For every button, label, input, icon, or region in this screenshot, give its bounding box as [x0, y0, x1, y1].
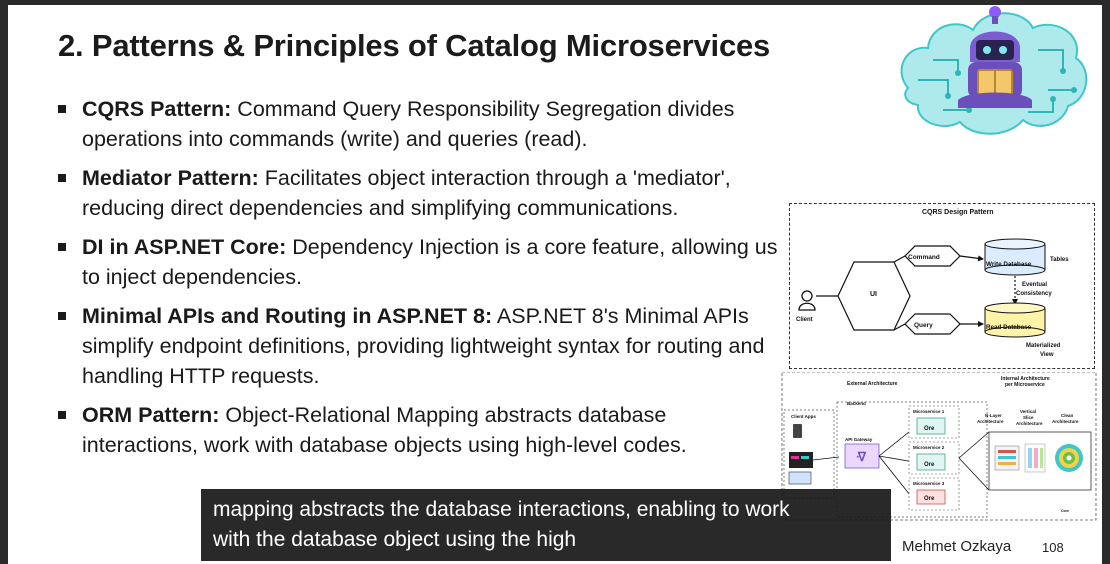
bullet-term: CQRS Pattern:: [82, 97, 232, 121]
ui-label: UI: [870, 291, 877, 298]
write-database-icon: [984, 238, 1046, 276]
bullet-square-icon: [58, 312, 66, 320]
cqrs-design-pattern-diagram: CQRS Design Pattern Client UI Command Qu…: [789, 203, 1095, 369]
internal-arch-label-1: Internal Architecture: [1001, 376, 1050, 382]
client-user-icon: [798, 290, 816, 311]
svg-text:Ore: Ore: [924, 462, 935, 468]
page-number: 108: [1042, 540, 1064, 555]
cqrs-title: CQRS Design Pattern: [922, 209, 994, 216]
window-frame-right: [1102, 0, 1110, 564]
read-db-label: Read Database: [986, 324, 1032, 331]
vslice-label-2: Slice: [1023, 415, 1034, 420]
write-db-label: Write Database: [986, 261, 1032, 268]
read-database-icon: [984, 302, 1046, 338]
consistency-label: Consistency: [1016, 291, 1052, 297]
bullet-square-icon: [58, 105, 66, 113]
bullet-text: Object-Relational Mapping abstracts data…: [82, 403, 687, 457]
window-frame-left: [0, 0, 8, 564]
materialized-label: Materialized: [1026, 343, 1061, 349]
bullet-text: Facilitates object interaction through a…: [82, 166, 731, 220]
tables-label: Tables: [1050, 257, 1069, 263]
bullet-item: CQRS Pattern: Command Query Responsibili…: [58, 94, 788, 154]
mobile-app-icon: [793, 424, 802, 438]
eventual-label: Eventual: [1022, 282, 1047, 288]
desktop-app-icon: [788, 471, 812, 485]
subtitle-line-1: mapping abstracts the database interacti…: [213, 498, 790, 521]
command-label: Command: [908, 254, 940, 261]
bullet-term: DI in ASP.NET Core:: [82, 235, 287, 259]
bullet-text: Command Query Responsibility Segregation…: [82, 97, 735, 151]
bullet-item: Mediator Pattern: Facilitates object int…: [58, 163, 788, 223]
view-label: View: [1040, 352, 1054, 358]
bullet-term: Mediator Pattern:: [82, 166, 259, 190]
clean-label-2: Architecture: [1052, 419, 1079, 424]
microservice-1-node: Microservice 1 Ore: [908, 405, 960, 439]
svg-text:Microservice 1: Microservice 1: [913, 409, 945, 414]
video-subtitle: mapping abstracts the database interacti…: [201, 489, 891, 561]
vslice-label-3: Architecture: [1016, 421, 1043, 426]
ui-node: [837, 261, 911, 331]
clean-label-1: Clean: [1061, 413, 1074, 418]
core-label: Core: [1061, 509, 1069, 513]
svg-text:ᐌ: ᐌ: [856, 450, 867, 464]
client-label: Client: [796, 317, 813, 323]
author-name: Mehmet Ozkaya: [902, 538, 1012, 555]
bullet-text: ASP.NET 8's Minimal APIs simplify endpoi…: [82, 304, 765, 388]
bullet-item: ORM Pattern: Object-Relational Mapping a…: [58, 400, 788, 460]
bullet-item: DI in ASP.NET Core: Dependency Injection…: [58, 232, 788, 292]
bullet-term: ORM Pattern:: [82, 403, 220, 427]
bullet-square-icon: [58, 411, 66, 419]
bullet-item: Minimal APIs and Routing in ASP.NET 8: A…: [58, 301, 788, 391]
client-apps-label: Client Apps: [791, 414, 816, 419]
microservice-2-node: Microservice 2 Ore: [908, 441, 960, 475]
subtitle-line-2: with the database object using the high: [213, 528, 577, 551]
bullet-list: CQRS Pattern: Command Query Responsibili…: [58, 94, 788, 469]
nlayer-label-1: N-Layer: [985, 413, 1002, 418]
svg-text:Ore: Ore: [924, 496, 935, 502]
internal-arch-label-2: per Microservice: [1005, 382, 1045, 388]
dotnet-bot-mascot-icon: [900, 6, 1088, 135]
bullet-term: Minimal APIs and Routing in ASP.NET 8:: [82, 304, 493, 328]
svg-text:Microservice 3: Microservice 3: [913, 481, 945, 486]
svg-text:Microservice 2: Microservice 2: [913, 445, 945, 450]
api-gateway-label: API Gateway: [845, 437, 873, 442]
bullet-text: Dependency Injection is a core feature, …: [82, 235, 778, 289]
bullet-square-icon: [58, 174, 66, 182]
query-label: Query: [914, 322, 933, 329]
slide-title: 2. Patterns & Principles of Catalog Micr…: [58, 28, 771, 63]
window-frame-top: [0, 0, 1110, 5]
backend-label: Backend: [847, 401, 866, 406]
microservice-3-node: Microservice 3 Ore: [908, 477, 960, 511]
external-arch-label: External Architecture: [847, 381, 898, 387]
svg-text:Ore: Ore: [924, 426, 935, 432]
bullet-square-icon: [58, 243, 66, 251]
web-app-icon: [789, 452, 813, 468]
vslice-label-1: Vertical: [1020, 409, 1036, 414]
nlayer-label-2: Architecture: [977, 419, 1004, 424]
